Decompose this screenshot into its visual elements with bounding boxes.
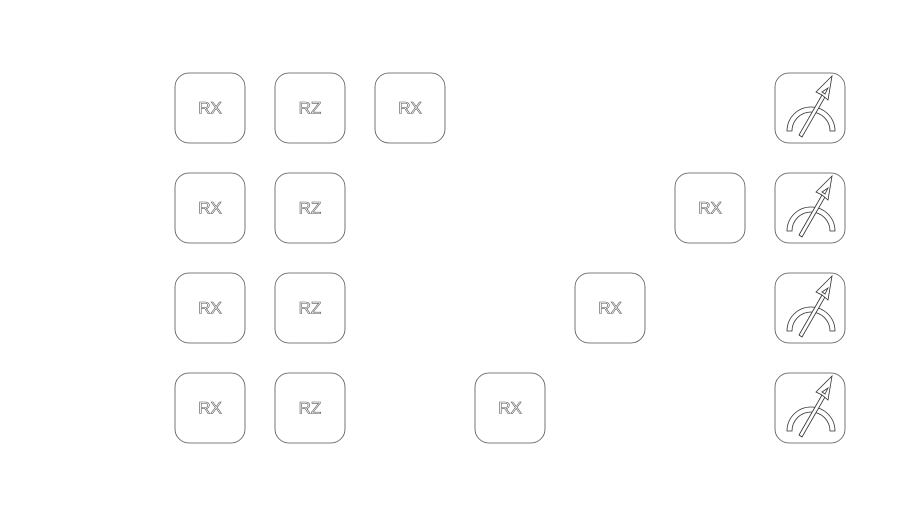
gate-label: RZ xyxy=(299,299,322,318)
gate-label: RZ xyxy=(299,199,322,218)
measurement-meter-icon xyxy=(786,274,836,338)
gate-box xyxy=(174,272,246,344)
measurement-meter-icon xyxy=(786,174,836,238)
gate-box xyxy=(274,372,346,444)
gate-label: RX xyxy=(198,399,222,418)
gate-label: RX xyxy=(698,199,722,218)
gate-rz: RZ xyxy=(274,172,346,244)
gate-rx: RX xyxy=(174,372,246,444)
gate-label: RZ xyxy=(299,99,322,118)
gate-rz: RZ xyxy=(274,272,346,344)
gate-box xyxy=(674,172,746,244)
gate-rx: RX xyxy=(674,172,746,244)
gate-rx: RX xyxy=(174,172,246,244)
gate-rx: RX xyxy=(374,72,446,144)
gate-box xyxy=(374,72,446,144)
gate-rx: RX xyxy=(574,272,646,344)
measurement-gate xyxy=(774,172,846,244)
gate-label: RX xyxy=(198,299,222,318)
gate-box xyxy=(274,72,346,144)
gate-box xyxy=(474,372,546,444)
gate-rx: RX xyxy=(174,272,246,344)
gate-label: RX xyxy=(498,399,522,418)
gate-label: RZ xyxy=(299,399,322,418)
gate-label: RX xyxy=(598,299,622,318)
gate-box xyxy=(274,172,346,244)
measurement-gate xyxy=(774,372,846,444)
gate-label: RX xyxy=(198,199,222,218)
gate-rx: RX xyxy=(174,72,246,144)
gate-box xyxy=(274,272,346,344)
gate-box xyxy=(174,372,246,444)
gate-label: RX xyxy=(398,99,422,118)
gate-box xyxy=(574,272,646,344)
measurement-gate xyxy=(774,72,846,144)
gate-rx: RX xyxy=(474,372,546,444)
gate-box xyxy=(174,172,246,244)
gate-label: RX xyxy=(198,99,222,118)
measurement-gate xyxy=(774,272,846,344)
gate-rz: RZ xyxy=(274,72,346,144)
gate-box xyxy=(174,72,246,144)
measurement-meter-icon xyxy=(786,374,836,438)
gate-rz: RZ xyxy=(274,372,346,444)
measurement-meter-icon xyxy=(786,74,836,138)
